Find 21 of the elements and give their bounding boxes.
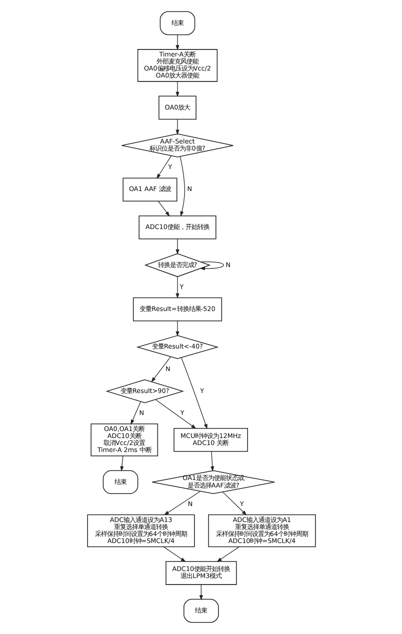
arrow — [156, 156, 172, 179]
arrow — [216, 546, 239, 562]
arrow — [162, 546, 186, 562]
arrow — [130, 401, 140, 425]
arrow — [199, 261, 224, 270]
arrow — [198, 584, 202, 600]
arrow — [175, 118, 179, 135]
arrow — [157, 200, 170, 217]
arrow — [175, 276, 179, 298]
arrow — [163, 490, 200, 516]
arrow — [175, 238, 179, 255]
arrow — [210, 451, 214, 472]
arrow — [179, 156, 185, 217]
arrow — [154, 399, 196, 429]
arrow — [175, 34, 179, 50]
arrow — [150, 356, 170, 382]
arrow — [120, 456, 124, 472]
arrow — [222, 492, 246, 516]
arrow — [175, 81, 179, 97]
arrow — [175, 320, 179, 336]
arrow — [180, 357, 207, 430]
